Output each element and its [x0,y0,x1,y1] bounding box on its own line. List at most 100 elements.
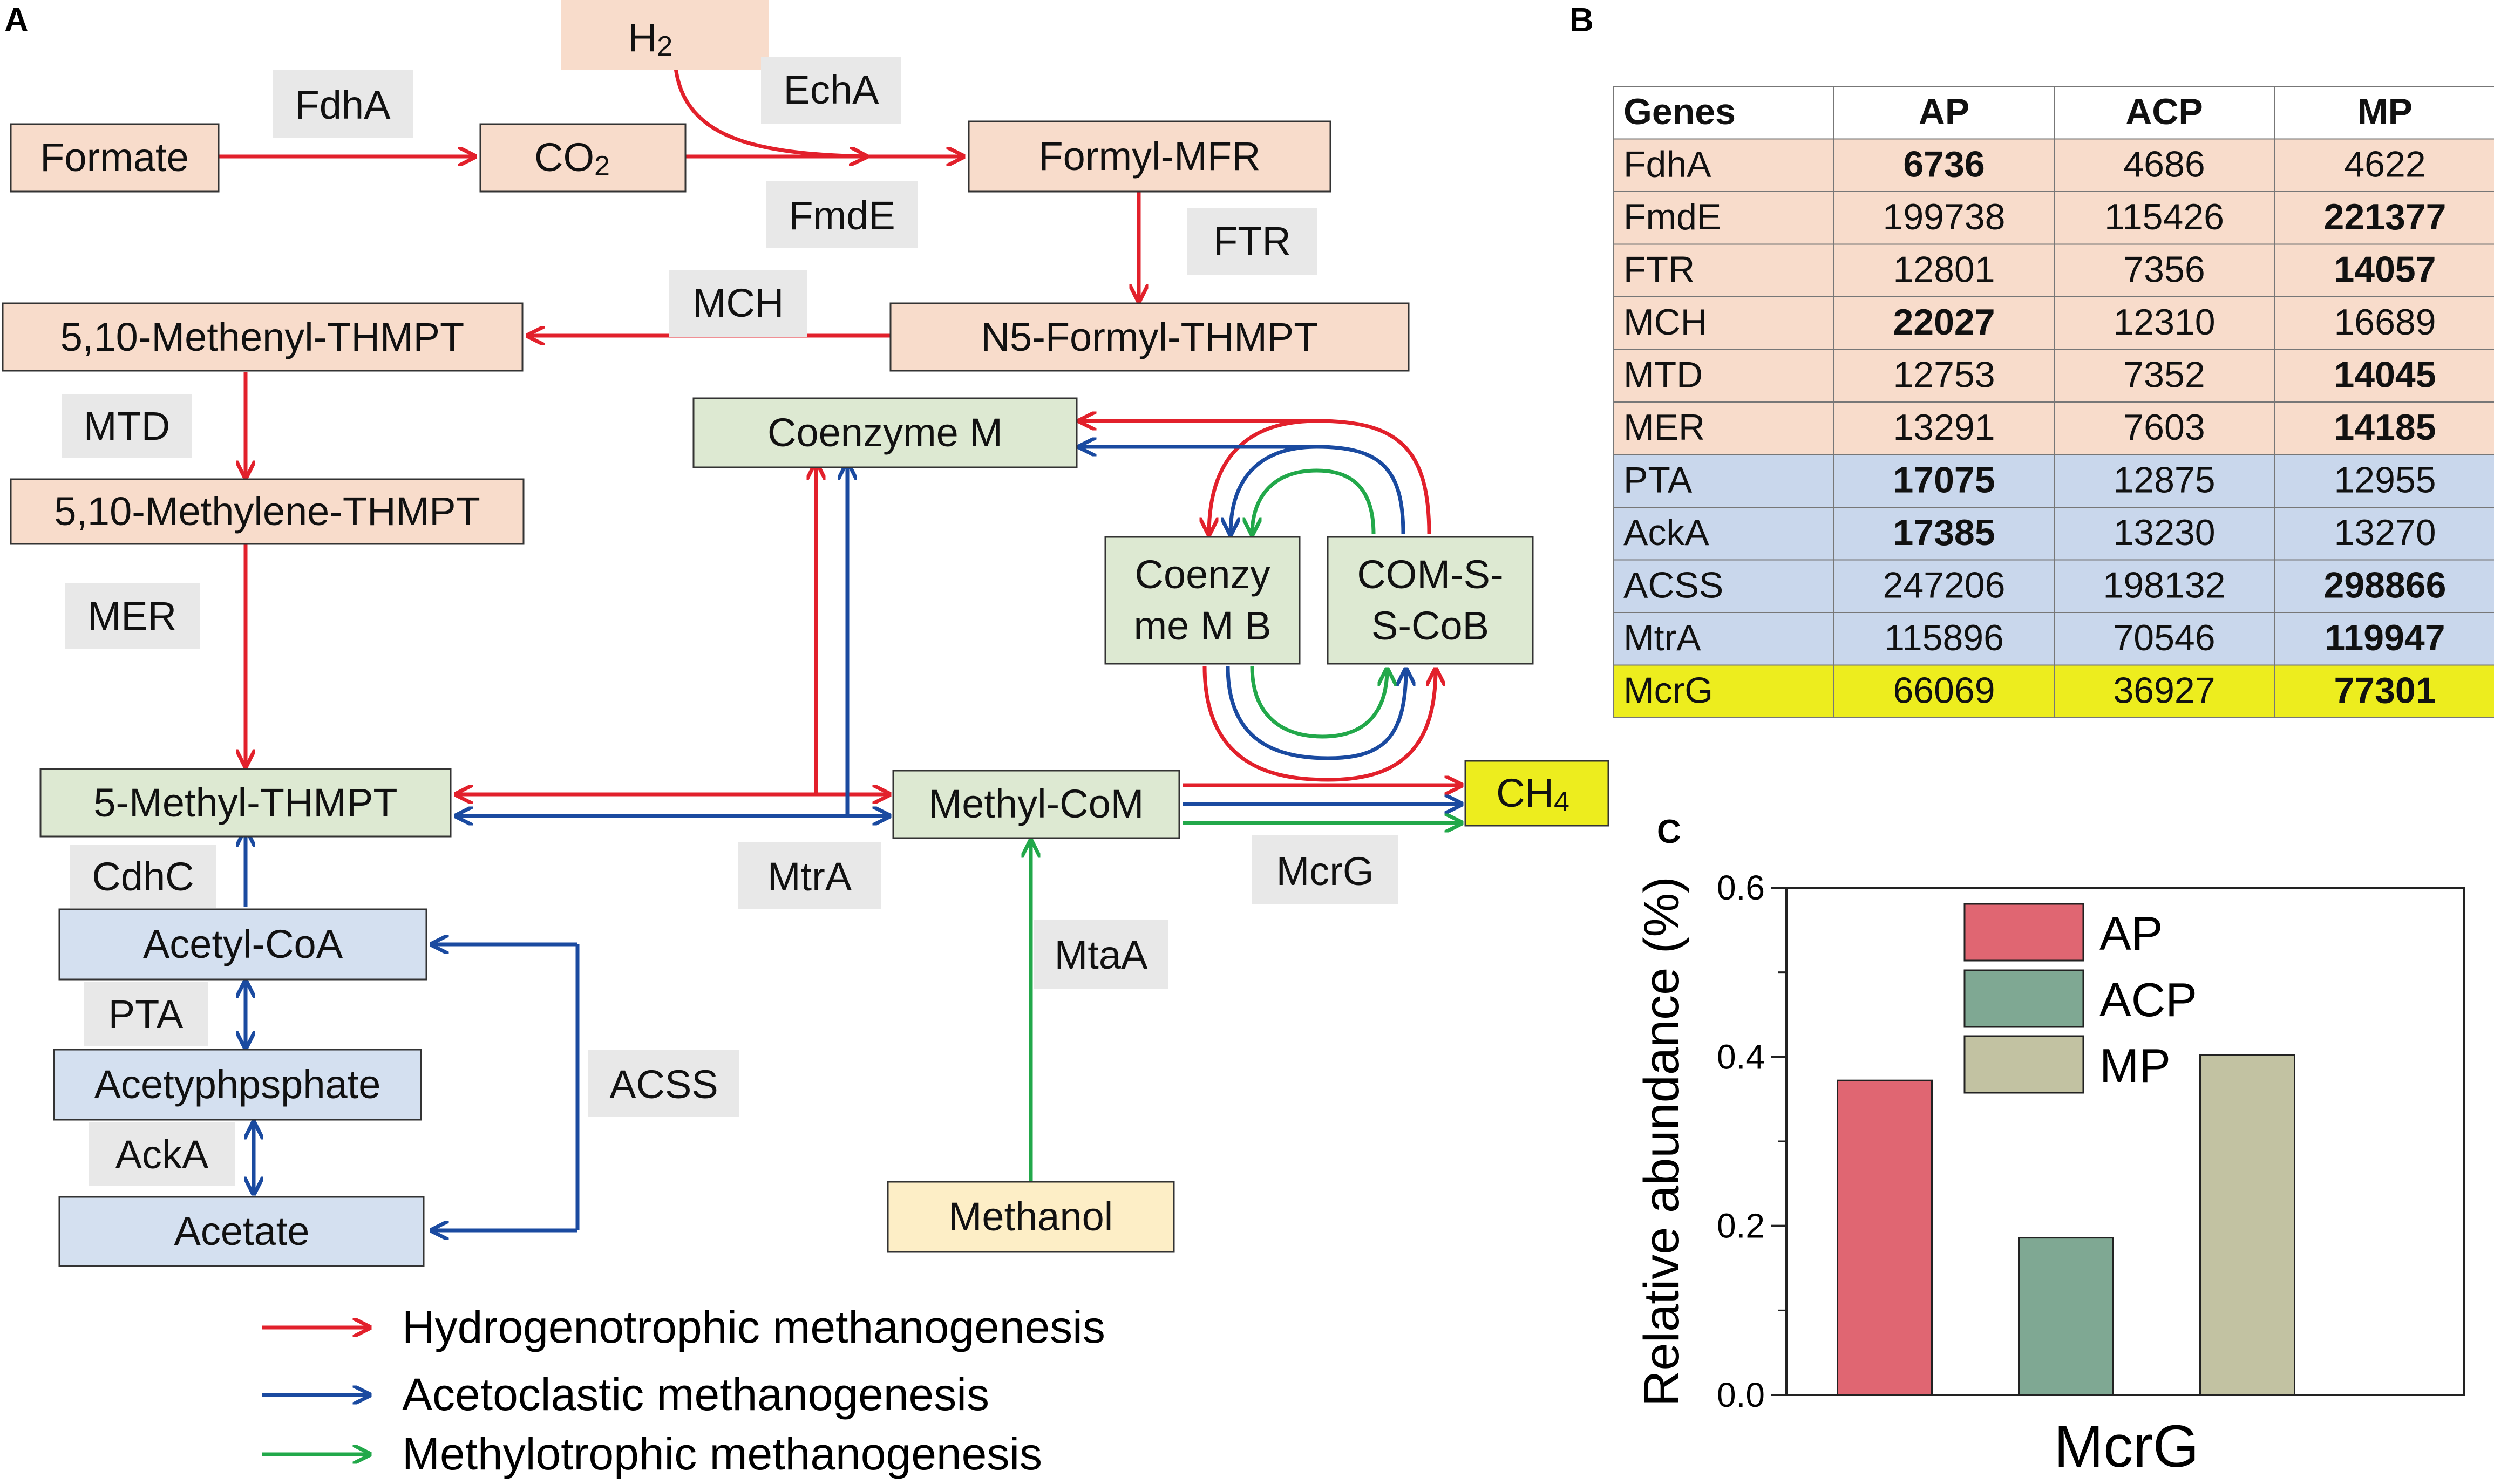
table-gene-cell: FdhA [1623,144,1711,185]
enzyme-label-pta: PTA [84,982,208,1046]
enzyme-label-mch: MCH [669,270,807,337]
svg-text:Methyl-CoM: Methyl-CoM [929,781,1144,826]
svg-text:Methylotrophic methanogenesis: Methylotrophic methanogenesis [402,1428,1042,1479]
node-acetylphosphate: Acetyphpsphate [53,1049,422,1121]
svg-text:Coenzyme M: Coenzyme M [767,410,1003,455]
chart-xlabel: McrG [2054,1413,2199,1480]
enzyme-label-echa: EchA [761,57,901,124]
enzyme-label-mtra: MtrA [738,842,881,909]
node-ch4: CH4 [1464,760,1609,827]
node-methylene-thmpt: 5,10-Methylene-THMPT [10,478,525,545]
table-gene-cell: AckA [1623,512,1709,553]
svg-text:Formate: Formate [40,135,189,180]
bar-ap [1837,1079,1933,1396]
pathway-legend: Hydrogenotrophic methanogenesis Acetocla… [262,1302,1105,1479]
table-value-cell: 14045 [2334,355,2436,396]
table-gene-cell: FTR [1623,249,1695,290]
table-value-cell: 12955 [2334,460,2436,501]
table-value-cell: 298866 [2324,565,2447,606]
legend-swatch-mp [1963,1035,2084,1094]
node-co2: CO2 [479,123,687,193]
svg-text:5,10-Methylene-THMPT: 5,10-Methylene-THMPT [54,489,480,534]
svg-text:5,10-Methenyl-THMPT: 5,10-Methenyl-THMPT [60,315,464,359]
enzyme-label-acka: AckA [89,1122,235,1186]
bars [1837,1054,2295,1396]
svg-text:Coenzy: Coenzy [1135,552,1270,597]
svg-text:McrG: McrG [1276,849,1374,894]
table-gene-cell: MCH [1623,302,1707,343]
svg-text:Hydrogenotrophic methanogenesi: Hydrogenotrophic methanogenesis [402,1302,1105,1352]
svg-text:FdhA: FdhA [295,83,391,127]
table-gene-cell: MtrA [1623,617,1701,658]
table-value-cell: 13230 [2113,512,2215,553]
enzyme-label-mer: MER [65,583,200,649]
table-value-cell: 17075 [1893,460,1995,501]
arrow-coms-to-coenzyme-m-red [1079,421,1431,535]
table-value-cell: 119947 [2325,617,2445,658]
legend-label-acp: ACP [2099,973,2197,1026]
y-axis: 0.00.20.40.6 [1717,868,1786,1414]
y-tick-label: 0.2 [1717,1207,1765,1245]
panel-label-c: C [1657,813,1681,850]
svg-text:Acetyphpsphate: Acetyphpsphate [94,1062,381,1107]
svg-text:Acetoclastic methanogenesis: Acetoclastic methanogenesis [402,1369,989,1420]
bar-mp [2199,1054,2295,1396]
table-value-cell: 12801 [1893,249,1995,290]
node-com-s-s-cob: COM-S- S-CoB [1327,536,1534,665]
table-value-cell: 13291 [1893,407,1995,448]
table-header-cell: AP [1919,91,1969,132]
svg-text:Acetate: Acetate [174,1209,310,1254]
table-value-cell: 7356 [2123,249,2205,290]
table-value-cell: 115896 [1884,617,2004,658]
panel-label-b: B [1569,2,1594,39]
table-value-cell: 17385 [1893,512,1995,553]
table-gene-cell: ACSS [1623,565,1723,606]
svg-text:EchA: EchA [784,67,880,112]
table-gene-cell: MTD [1623,355,1703,396]
table-gene-cell: MER [1623,407,1705,448]
legend-item-methylotrophic: Methylotrophic methanogenesis [262,1428,1042,1479]
arrow-loop-top-blue [1231,445,1317,534]
table-value-cell: 22027 [1893,302,1995,343]
svg-text:Acetyl-CoA: Acetyl-CoA [143,922,343,966]
table-value-cell: 66069 [1893,670,1995,711]
table-value-cell: 247206 [1883,565,2006,606]
table-value-cell: 12310 [2113,302,2215,343]
table-value-cell: 77301 [2334,670,2436,711]
y-tick-label: 0.6 [1717,868,1765,907]
panel-label-a: A [4,2,29,39]
enzyme-label-mtd: MTD [62,394,192,458]
node-coenzyme-m-b: Coenzy me M B [1104,536,1301,665]
chart-ylabel: Relative abundance (%) [1634,876,1689,1406]
node-methenyl-thmpt: 5,10-Methenyl-THMPT [2,302,524,372]
svg-text:me M B: me M B [1134,603,1272,648]
table-value-cell: 115426 [2104,196,2224,237]
enzyme-label-mcrg: McrG [1252,835,1398,904]
node-acetyl-coa: Acetyl-CoA [58,908,427,981]
table-value-cell: 4686 [2123,144,2205,185]
table-value-cell: 6736 [1903,144,1985,185]
table-gene-cell: FmdE [1623,196,1721,237]
node-formyl-mfr: Formyl-MFR [968,120,1331,193]
table-value-cell: 13270 [2334,512,2436,553]
svg-text:MCH: MCH [693,281,784,325]
svg-text:H2: H2 [628,15,672,62]
svg-text:S-CoB: S-CoB [1371,603,1489,648]
table-value-cell: 198132 [2103,565,2226,606]
table-value-cell: 4622 [2344,144,2425,185]
arrow-loop-top-red [1209,419,1317,534]
enzyme-label-fmde: FmdE [766,181,918,248]
svg-text:MER: MER [88,594,176,638]
svg-text:COM-S-: COM-S- [1357,552,1503,597]
svg-text:FTR: FTR [1213,219,1291,263]
svg-text:ACSS: ACSS [609,1062,718,1107]
table-gene-cell: McrG [1623,670,1713,711]
node-formate: Formate [10,123,220,193]
svg-text:CH4: CH4 [1496,771,1569,818]
arrow-loop-bottom-red [1202,666,1436,782]
svg-text:Formyl-MFR: Formyl-MFR [1038,134,1260,179]
